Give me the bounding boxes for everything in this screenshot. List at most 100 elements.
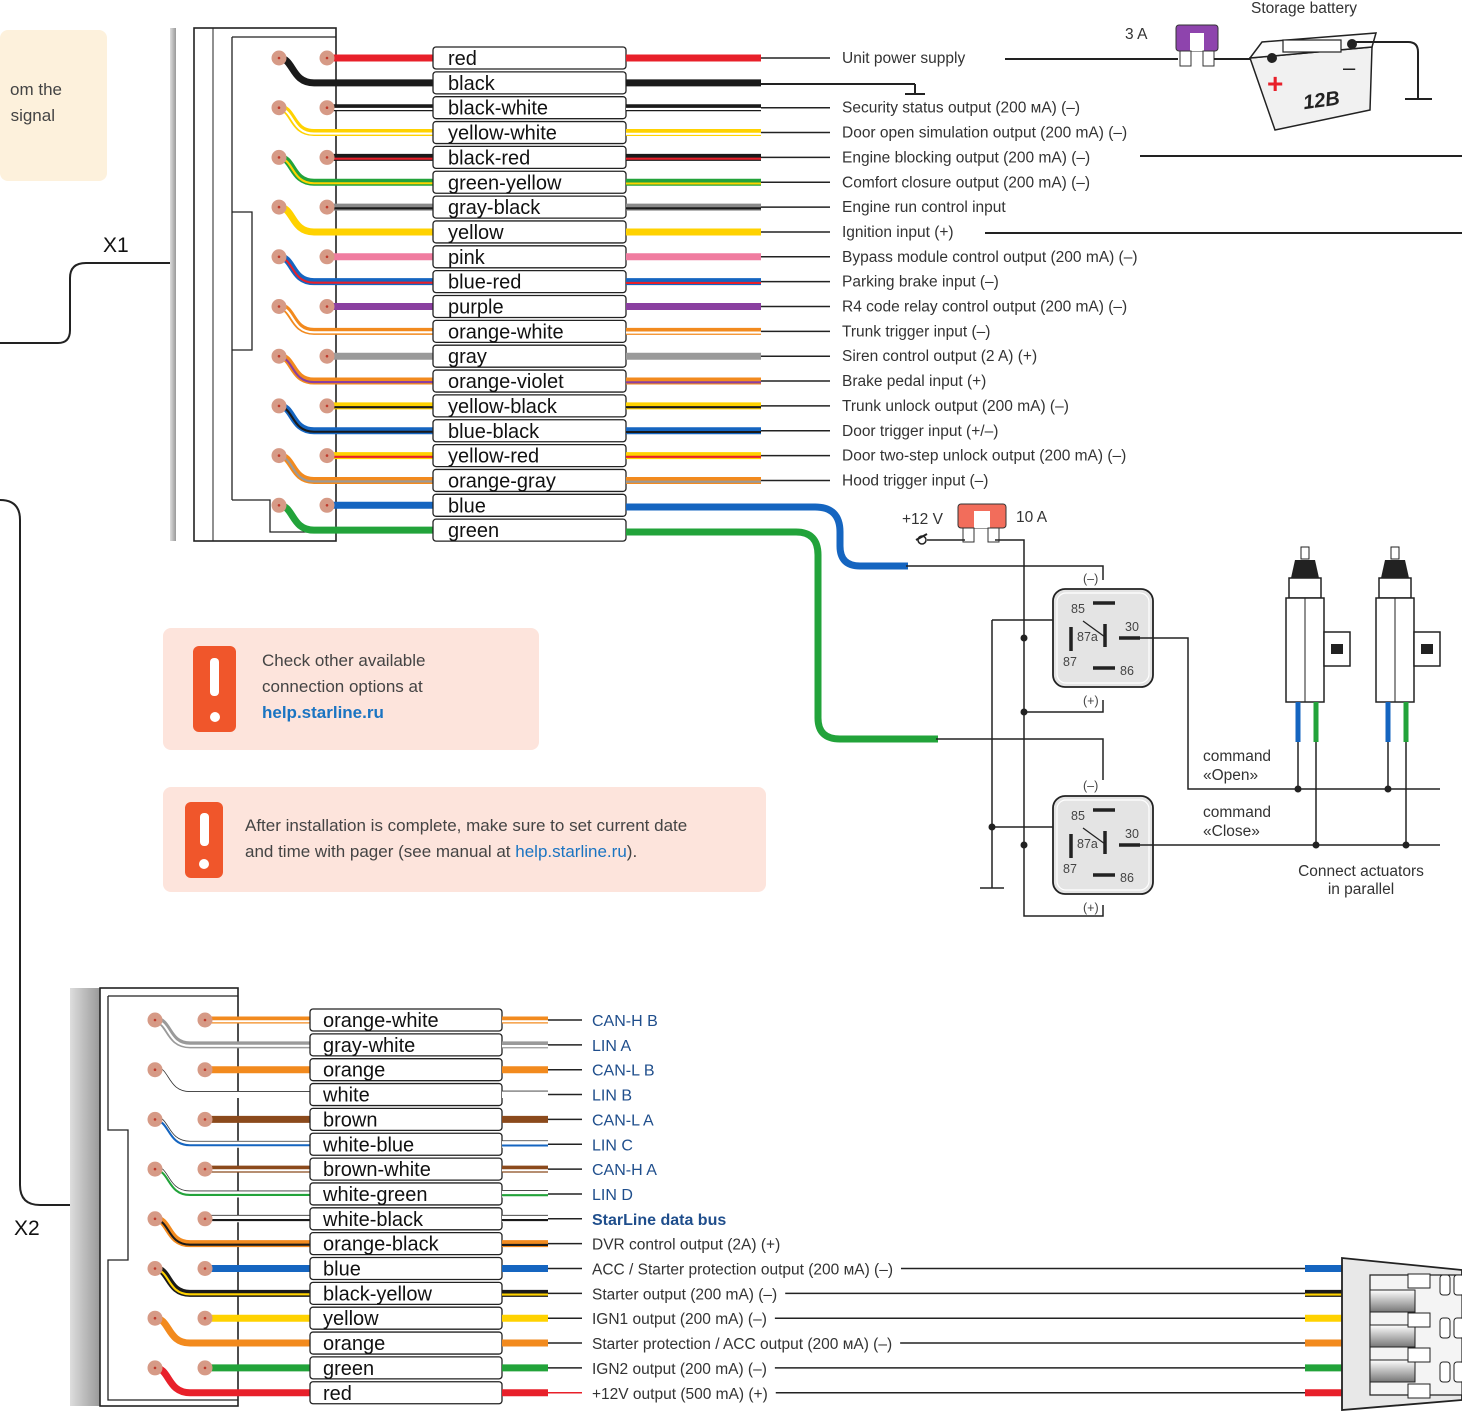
relay-pin-label: 86 [1120,664,1134,678]
x2-wire-label: white-black [322,1209,424,1231]
x1-wire-label: pink [448,247,486,269]
check-line1: Check other available [262,651,426,670]
x2-wire-label: brown-white [323,1159,431,1181]
actuators-note-line1: Connect actuators [1298,863,1424,880]
x2-function-label: IGN1 output (200 mA) (–) [592,1311,767,1328]
x1-pin-dot [325,205,329,209]
x1-wire-blue-run [626,503,908,570]
x2-wire-label: white [322,1085,370,1107]
x1-function-label: Trunk trigger input (–) [842,323,990,340]
actuator-icon [1285,546,1351,849]
harness-line-x1 [0,262,170,344]
unit-fuse-voltage: +12 V [902,511,944,528]
x1-pin-dot [277,205,281,209]
x2-wire-label: red [323,1383,352,1405]
x2-pin-dot [153,1018,157,1022]
x2-function-label: LIN A [592,1038,631,1055]
x2-function-label: DVR control output (2A) (+) [592,1237,780,1254]
x1-pin-dot [277,156,281,159]
relay-switch [1082,827,1106,845]
top-left-note-line2: signal [10,106,55,125]
x1-label: X1 [103,234,129,257]
x2-pin-dot [203,1167,207,1171]
door-actuators [1285,546,1441,849]
x2-pin-dot [203,1366,207,1370]
x1-wire-label: blue-red [448,272,521,294]
x1-wire-label: yellow [448,222,504,244]
x1-wire-label: gray-black [448,197,541,219]
x1-wire-label: gray [448,346,487,368]
x1-pin-dot [325,255,329,259]
x1-function-label: Parking brake input (–) [842,274,999,291]
actuator-plug [1323,631,1351,667]
harness-line-x2 [0,499,70,1206]
x2-pin-dot [153,1167,157,1171]
x2-function-label: CAN-L B [592,1063,655,1080]
actuator-head [1378,577,1412,599]
x2-function-label: Starter protection / ACC output (200 мА)… [592,1336,892,1353]
x2-wire-label: orange [323,1333,385,1355]
x2-function-label: ACC / Starter protection output (200 мА)… [592,1262,893,1279]
relay-switch [1082,620,1106,638]
svg-text:+: + [1267,68,1283,99]
actuator-head [1288,577,1322,599]
x1-wire-label: blue [448,495,486,517]
x1-wire-label: orange-violet [448,371,564,393]
help-link-after[interactable]: help.starline.ru [515,842,627,861]
x2-pin-dot [153,1068,157,1071]
x2-function-label: LIN C [592,1137,633,1154]
x1-function-label: Ignition input (+) [842,224,954,241]
x2-wire-label: yellow [323,1308,379,1330]
x2-pin-dot [203,1316,207,1320]
x1-pin-dot [325,504,329,507]
x2-pin-dot [153,1118,157,1121]
relay-pin-label: 87 [1063,655,1077,669]
help-link-check[interactable]: help.starline.ru [262,703,384,722]
relay-pin-label: 87 [1063,862,1077,876]
x1-wire-label: blue-black [448,421,540,443]
x1-wire-label: yellow-red [448,446,539,468]
actuator-rod-top [1300,546,1310,560]
battery-icon: + – 12B [1248,32,1378,131]
actuator-node [1294,785,1302,793]
relay-pin-label: 85 [1071,809,1085,823]
x2-function-label: LIN D [592,1187,633,1204]
relay-pin-label: 30 [1125,827,1139,841]
x1-function-label: Engine blocking output (200 mA) (–) [842,149,1090,166]
x2-function-label: IGN2 output (200 mA) (–) [592,1361,767,1378]
fuse-10a-icon [957,503,1007,543]
x2-function-label: StarLine data bus [592,1212,726,1229]
open-cmd-line1: command [1203,748,1271,765]
x2-function-label: +12V output (500 mA) (+) [592,1386,768,1403]
battery-label: Storage battery [1251,0,1357,17]
battery-voltage: 12B [1302,87,1341,114]
x2-wire-label: orange [323,1060,385,1082]
x1-pin-dot [277,404,281,408]
battery-fuse-label: 3 A [1125,26,1148,43]
x2-wire-label: black-yellow [323,1283,432,1305]
x2-label: X2 [14,1217,40,1240]
x1-pin-dot [277,504,281,507]
x1-pin-dot [277,454,281,457]
x1-wire-label: black-white [448,98,548,120]
x2-pin-dot [153,1267,157,1270]
x1-pin-dot [277,255,281,259]
unit-fuse-rating: 10 A [1016,509,1048,526]
x1-pin-dot [325,106,329,109]
relay-pin-label: 30 [1125,620,1139,634]
x1-function-label: Siren control output (2 A) (+) [842,348,1037,365]
x1-wire-label: yellow-white [448,123,557,145]
x1-pin-dot [325,404,329,408]
x1-function-label: Bypass module control output (200 mA) (–… [842,249,1138,266]
x1-pin-dot [325,354,329,358]
top-left-note-line1: om the [10,80,62,99]
actuator-cap [1381,560,1409,578]
x1-wire-label: red [448,48,477,70]
x1-wire-label: orange-gray [448,470,556,492]
x1-pin-dot [325,56,329,60]
top-left-note: om the signal [0,30,107,181]
close-cmd-line1: command [1203,804,1271,821]
x1-pin-dot [325,454,329,457]
